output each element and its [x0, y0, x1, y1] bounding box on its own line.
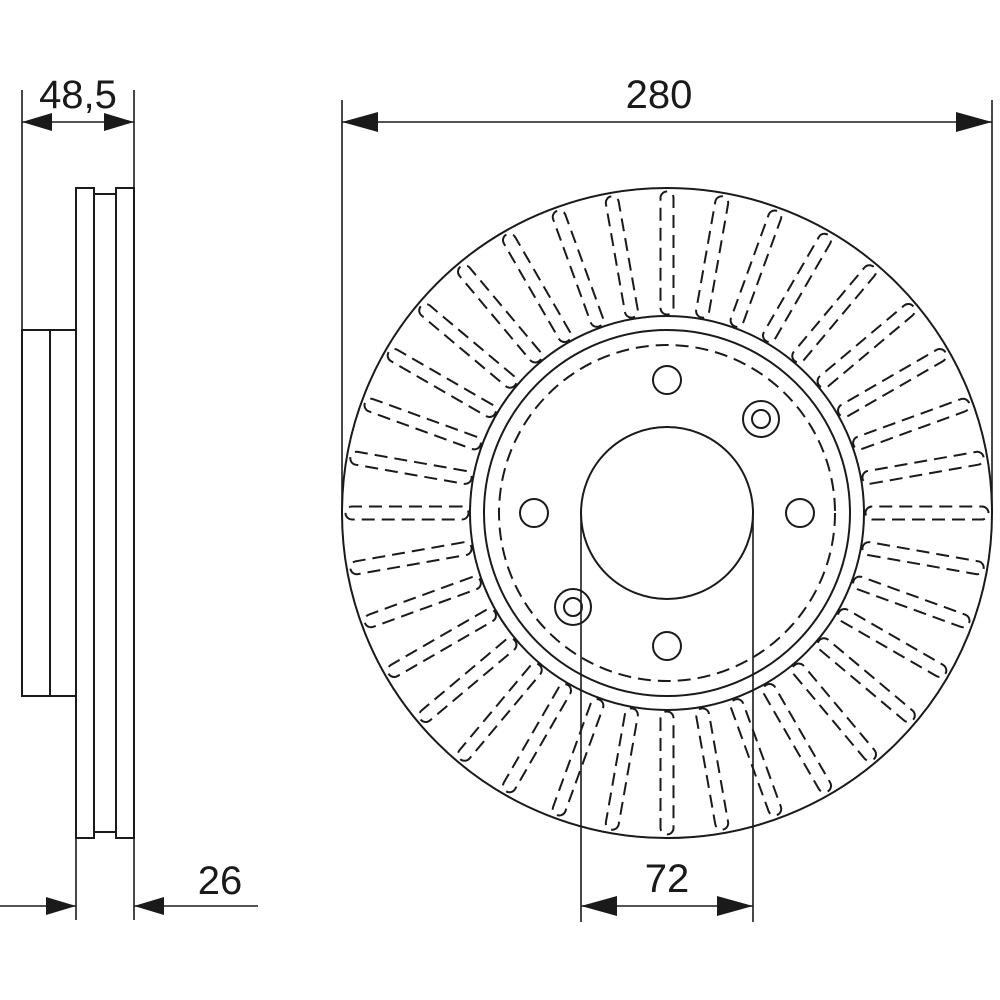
bolt-hole — [652, 631, 682, 661]
cooling-vane — [816, 303, 916, 389]
cooling-vane — [816, 637, 916, 723]
cooling-vane — [386, 608, 497, 678]
cooling-vane — [861, 541, 985, 576]
cooling-vane — [418, 637, 518, 723]
locating-hole-inner — [563, 597, 583, 617]
bolt-hole — [785, 498, 815, 528]
cooling-vane — [695, 707, 730, 831]
cooling-vane — [604, 707, 639, 831]
cooling-vane — [349, 450, 473, 485]
disc-outer-edge — [341, 187, 993, 839]
side-view — [21, 187, 135, 839]
cooling-vane — [551, 698, 605, 817]
hat-outer-edge — [483, 329, 851, 697]
inner-friction-plate — [115, 187, 135, 839]
outer-friction-plate — [75, 187, 95, 839]
cooling-vane — [502, 683, 572, 794]
cooling-vane — [659, 710, 675, 836]
bolt-hole — [519, 498, 549, 528]
thickness-dimension: 26 — [0, 838, 258, 920]
center-bore-label: 72 — [645, 857, 690, 901]
cooling-vane — [864, 505, 990, 521]
cooling-vane — [695, 195, 730, 319]
outer-diameter-dimension: 280 — [341, 73, 993, 513]
vent-gap — [93, 193, 117, 833]
cooling-vane — [502, 232, 572, 343]
outer-diameter-label: 280 — [626, 73, 693, 117]
cooling-vane — [418, 303, 518, 389]
cooling-vane — [791, 662, 877, 762]
front-view — [341, 187, 993, 839]
cooling-vane — [852, 575, 971, 629]
locating-hole — [554, 588, 592, 626]
cooling-vane — [363, 575, 482, 629]
cooling-vane — [457, 662, 543, 762]
cooling-vane — [386, 348, 497, 418]
cooling-vane — [604, 195, 639, 319]
cooling-vane — [457, 264, 543, 364]
center-bore-dimension: 72 — [580, 513, 754, 922]
locating-hole — [742, 400, 780, 438]
hub-offset-dimension: 48,5 — [21, 73, 135, 330]
locating-hole-inner — [751, 409, 771, 429]
friction-ring-inner-edge — [469, 315, 865, 711]
mounting-holes — [519, 365, 815, 661]
cooling-vane — [551, 209, 605, 328]
cooling-vane — [852, 397, 971, 451]
cooling-vane — [344, 505, 470, 521]
cooling-vane — [791, 264, 877, 364]
thickness-label: 26 — [198, 859, 243, 903]
cooling-vane — [729, 698, 783, 817]
bolt-hole — [652, 365, 682, 395]
cooling-vane — [762, 232, 832, 343]
center-bore — [580, 426, 754, 600]
cooling-vane — [837, 348, 948, 418]
cooling-vanes — [344, 190, 990, 836]
cooling-vane — [363, 397, 482, 451]
hat-hidden-edge — [498, 344, 836, 682]
cooling-vane — [762, 683, 832, 794]
cooling-vane — [349, 541, 473, 576]
cooling-vane — [861, 450, 985, 485]
cooling-vane — [729, 209, 783, 328]
hub-offset-label: 48,5 — [39, 73, 117, 117]
cooling-vane — [659, 190, 675, 316]
cooling-vane — [837, 608, 948, 678]
